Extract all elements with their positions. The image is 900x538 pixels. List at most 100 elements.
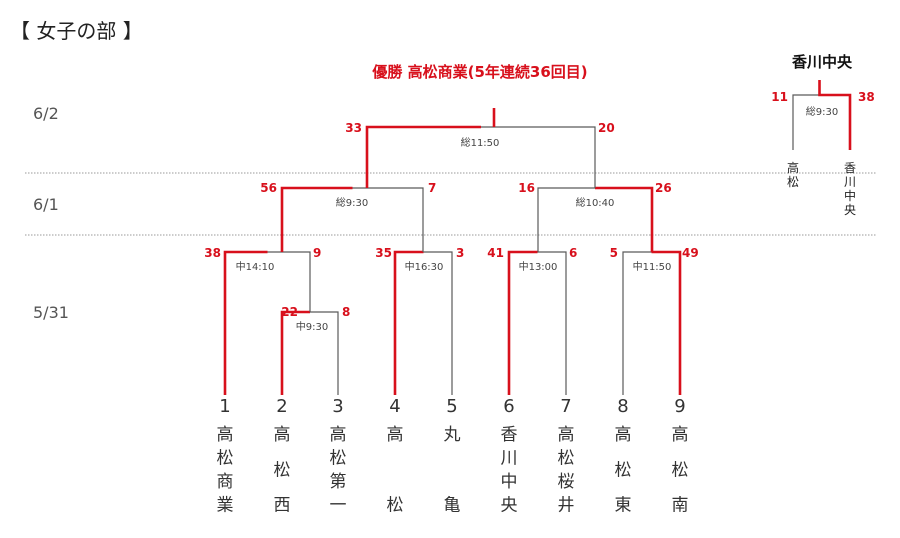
bracket-m89-loser-line	[622, 251, 652, 395]
team-number-9: 9	[674, 396, 685, 417]
score-m89-right: 49	[682, 246, 699, 260]
score-final-right: 20	[598, 121, 615, 135]
bracket-m23-winner-line	[280, 310, 310, 395]
score-m67-left: 41	[487, 246, 504, 260]
team-number-6: 6	[503, 396, 514, 417]
side-score-right: 38	[858, 90, 875, 104]
team-2-name-char: 高	[274, 425, 291, 445]
team-number-1: 1	[219, 396, 230, 417]
team-3-name-char: 松	[330, 449, 347, 469]
match-time-m45: 中16:30	[405, 260, 444, 273]
team-6-name-char: 中	[501, 472, 518, 492]
score-semi-right-left: 16	[518, 181, 535, 195]
side-bracket-loser-line	[792, 94, 822, 150]
page-title: 【 女子の部 】	[10, 19, 143, 43]
team-number-3: 3	[332, 396, 343, 417]
bracket-m89-winner-line	[651, 250, 682, 395]
score-semi-left-left: 56	[260, 181, 277, 195]
bracket-m45-winner-line	[393, 250, 424, 395]
side-bracket-labels: 高松 香川中央	[787, 160, 856, 217]
team-4-name-char: 松	[387, 496, 404, 516]
team-9-name-char: 松	[672, 460, 689, 480]
match-time-final: 総11:50	[461, 136, 500, 149]
team-8-name-char: 松	[615, 460, 632, 480]
team-2-name-char: 松	[274, 460, 291, 480]
score-final-left: 33	[345, 121, 362, 135]
side-bracket-lines	[792, 80, 852, 150]
team-8-name-char: 高	[615, 425, 632, 445]
team-6-name-char: 央	[501, 496, 518, 516]
team-1-name-char: 商	[217, 472, 234, 492]
side-match-time: 総9:30	[806, 105, 838, 118]
side-bracket-winner: 香川中央	[792, 53, 853, 71]
bracket-m23-loser-line	[310, 311, 339, 395]
score-m45-left: 35	[375, 246, 392, 260]
team-3-name-char: 高	[330, 425, 347, 445]
team-9-name-char: 高	[672, 425, 689, 445]
score-semi-left-right: 7	[428, 181, 436, 195]
score-semi-right-right: 26	[655, 181, 672, 195]
bracket-m1-loser-line	[267, 251, 311, 312]
date-label-final: 6/2	[33, 104, 59, 123]
match-time-m89: 中11:50	[633, 260, 672, 273]
side-left-team-char: 松	[787, 175, 799, 189]
score-m67-right: 6	[569, 246, 577, 260]
match-time-m67: 中13:00	[519, 260, 558, 273]
team-number-5: 5	[446, 396, 457, 417]
team-3-name-char: 一	[330, 496, 347, 516]
score-m23-left: 22	[281, 305, 298, 319]
bracket-final-winner-line	[365, 125, 481, 188]
team-2-name-char: 西	[274, 496, 291, 516]
team-6-name-char: 香	[501, 425, 518, 445]
bracket-m45-loser-line	[423, 251, 453, 395]
team-4-name-char: 高	[387, 425, 404, 445]
champion-label: 優勝 高松商業(5年連続36回目)	[371, 63, 587, 81]
bracket-final-loser-line	[481, 126, 596, 188]
bracket-semi_left-winner-line	[280, 186, 353, 252]
score-m89-left: 5	[610, 246, 618, 260]
bracket-semi_left-loser-line	[352, 187, 424, 252]
score-m1-left: 38	[204, 246, 221, 260]
side-left-team-char: 高	[787, 160, 799, 175]
score-m1-right: 9	[313, 246, 321, 260]
team-1-name-char: 業	[217, 496, 234, 516]
bracket-m67-winner-line	[507, 250, 538, 395]
match-time-semi-right: 総10:40	[576, 196, 615, 209]
team-5-name-char: 亀	[444, 496, 461, 516]
team-1-name-char: 松	[217, 449, 234, 469]
match-time-m1: 中14:10	[236, 260, 275, 273]
team-number-8: 8	[617, 396, 628, 417]
team-6-name-char: 川	[501, 449, 518, 469]
team-7-name-char: 桜	[558, 472, 575, 492]
score-m23-right: 8	[342, 305, 350, 319]
match-time-m23: 中9:30	[296, 320, 328, 333]
date-label-first-round: 5/31	[33, 303, 69, 322]
side-right-team-char: 中	[844, 188, 856, 203]
match-time-semi-left: 総9:30	[336, 196, 368, 209]
team-5-name-char: 丸	[444, 425, 461, 445]
team-8-name-char: 東	[615, 496, 632, 516]
side-right-team-char: 香	[844, 161, 856, 175]
bracket-lines	[223, 108, 682, 395]
team-7-name-char: 松	[558, 449, 575, 469]
bracket-m67-loser-line	[537, 251, 567, 395]
bracket-semi_right-loser-line	[537, 187, 595, 252]
team-9-name-char: 南	[672, 496, 689, 516]
bracket-semi_right-winner-line	[595, 186, 654, 252]
bracket-m1-winner-line	[223, 250, 268, 395]
score-m45-right: 3	[456, 246, 464, 260]
team-number-4: 4	[389, 396, 400, 417]
team-7-name-char: 高	[558, 425, 575, 445]
side-right-team-char: 川	[844, 175, 856, 189]
side-bracket-winner-line	[818, 80, 852, 150]
team-number-7: 7	[560, 396, 571, 417]
date-label-semifinal: 6/1	[33, 195, 59, 214]
team-3-name-char: 第	[330, 472, 347, 492]
team-7-name-char: 井	[558, 496, 575, 516]
side-right-team-char: 央	[844, 203, 856, 217]
side-score-left: 11	[771, 90, 788, 104]
team-1-name-char: 高	[217, 425, 234, 445]
team-number-2: 2	[276, 396, 287, 417]
